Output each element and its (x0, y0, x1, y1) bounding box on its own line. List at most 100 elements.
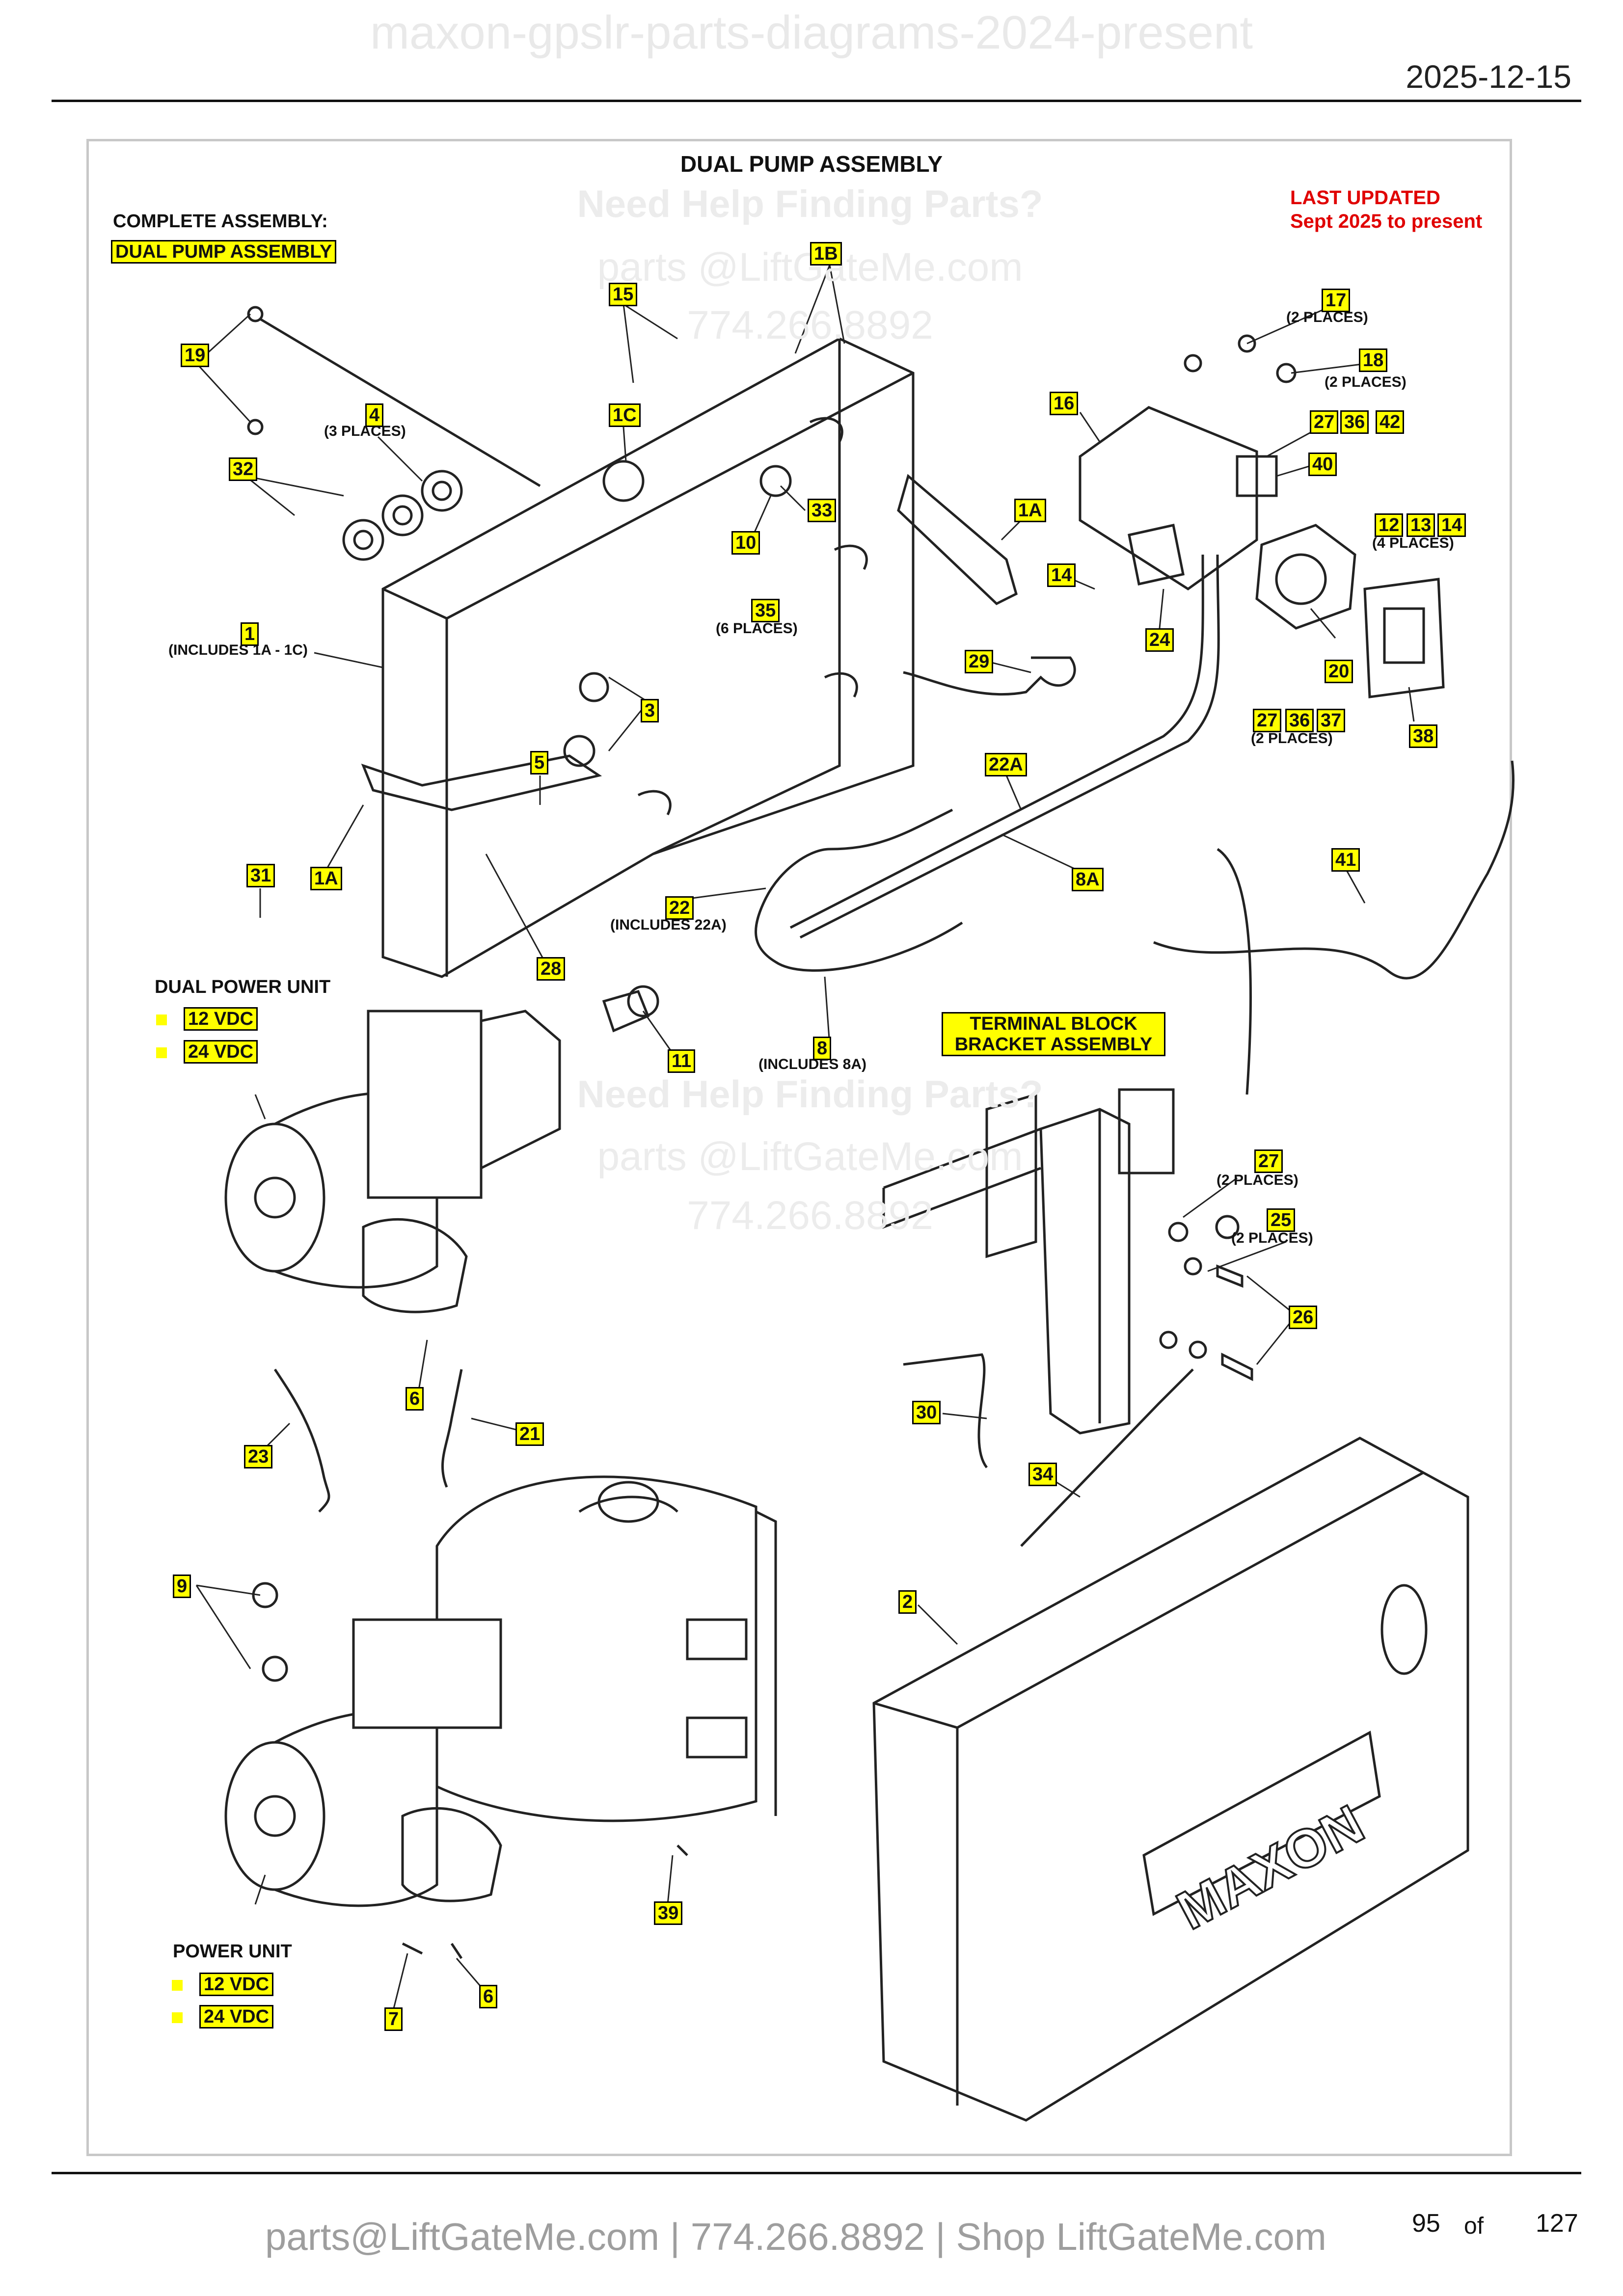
help-email-watermark-2: parts @LiftGateMe.com (597, 1134, 1023, 1179)
cover-drawing: MAXON (872, 1437, 1469, 2122)
help-watermark-2: Need Help Finding Parts? (577, 1072, 1043, 1116)
callout-27-c[interactable]: 27 (1254, 1149, 1283, 1173)
cable-23-drawing (273, 1368, 330, 1513)
hose-drawing (755, 808, 963, 972)
callout-25[interactable]: 25 (1267, 1208, 1296, 1232)
help-watermark-1: Need Help Finding Parts? (577, 182, 1043, 225)
dual-24vdc-link[interactable]: 24 VDC (184, 1040, 258, 1064)
callout-14-b[interactable]: 14 (1437, 513, 1466, 537)
diagram-frame (86, 139, 1512, 2156)
callout-17[interactable]: 17 (1322, 289, 1351, 312)
callout-1C[interactable]: 1C (609, 403, 641, 427)
callout-9[interactable]: 9 (173, 1575, 191, 1598)
fasteners-drawing (252, 334, 1297, 1959)
last-updated-label: LAST UPDATED (1290, 187, 1440, 209)
callout-20[interactable]: 20 (1325, 660, 1353, 683)
power-unit-drawing (224, 1475, 777, 1907)
callout-31[interactable]: 31 (246, 864, 275, 887)
callout-1A-handle[interactable]: 1A (1014, 499, 1046, 522)
callout-7[interactable]: 7 (384, 2007, 403, 2031)
diagram-title: DUAL PUMP ASSEMBLY (680, 151, 943, 177)
bracket-drawing (789, 406, 1445, 939)
note-25: (2 PLACES) (1231, 1230, 1313, 1246)
callout-26[interactable]: 26 (1289, 1306, 1318, 1329)
note-37: (2 PLACES) (1251, 730, 1333, 747)
callout-28[interactable]: 28 (537, 957, 566, 981)
callout-30[interactable]: 30 (912, 1401, 941, 1424)
leader-lines (195, 265, 1415, 2013)
callout-11[interactable]: 11 (668, 1049, 696, 1073)
complete-assembly-value-wrap: DUAL PUMP ASSEMBLY (111, 240, 337, 264)
dual-24vdc-item: 24 VDC (156, 1040, 258, 1064)
callout-5[interactable]: 5 (530, 751, 549, 774)
footer-rule (52, 2172, 1581, 2174)
terminal-block-link[interactable]: TERMINAL BLOCK BRACKET ASSEMBLY (942, 1012, 1165, 1056)
single-12vdc-link[interactable]: 12 VDC (199, 1973, 274, 1996)
footer-contact: parts@LiftGateMe.com | 774.266.8892 | Sh… (265, 2215, 1326, 2258)
callout-36-b[interactable]: 36 (1285, 709, 1314, 732)
callout-33[interactable]: 33 (808, 499, 837, 522)
callout-22A[interactable]: 22A (985, 753, 1027, 776)
callout-13[interactable]: 13 (1407, 513, 1435, 537)
callout-41[interactable]: 41 (1331, 848, 1360, 872)
header-rule (52, 100, 1581, 102)
callout-39[interactable]: 39 (654, 1901, 683, 1925)
terminal-block-line1: TERMINAL BLOCK (970, 1014, 1137, 1034)
power-unit-label: POWER UNIT (173, 1941, 292, 1962)
note-1: (INCLUDES 1A - 1C) (168, 642, 308, 658)
callout-15[interactable]: 15 (609, 283, 638, 306)
note-27: (2 PLACES) (1217, 1172, 1298, 1188)
page-number: 95 (1412, 2209, 1440, 2238)
frame-enclosure-drawing (361, 337, 915, 978)
cable-29-drawing (903, 656, 1076, 696)
callout-6-a[interactable]: 6 (406, 1387, 424, 1411)
callout-2[interactable]: 2 (898, 1590, 917, 1614)
dual-12vdc-link[interactable]: 12 VDC (184, 1007, 258, 1031)
last-updated-range: Sept 2025 to present (1290, 211, 1483, 232)
complete-assembly-value[interactable]: DUAL PUMP ASSEMBLY (111, 240, 337, 264)
callout-1A-lower[interactable]: 1A (310, 867, 342, 890)
callout-3[interactable]: 3 (641, 699, 659, 722)
callout-1[interactable]: 1 (241, 622, 259, 646)
callout-12[interactable]: 12 (1375, 513, 1404, 537)
handle-drawing (897, 474, 1018, 606)
terminal-block-drawing (882, 1088, 1175, 1435)
callout-8A[interactable]: 8A (1072, 868, 1104, 891)
callout-10[interactable]: 10 (731, 531, 760, 555)
dual-12vdc-item: 12 VDC (156, 1007, 258, 1031)
callout-27-b[interactable]: 27 (1253, 709, 1282, 732)
callout-29[interactable]: 29 (965, 650, 994, 673)
callout-32[interactable]: 32 (229, 457, 258, 481)
single-24vdc-link[interactable]: 24 VDC (199, 2005, 274, 2029)
callout-1B[interactable]: 1B (810, 242, 842, 266)
callout-34[interactable]: 34 (1028, 1463, 1057, 1486)
watermark-title: maxon-gpslr-parts-diagrams-2024-present (370, 6, 1253, 59)
callout-21[interactable]: 21 (515, 1422, 544, 1446)
callout-38[interactable]: 38 (1409, 724, 1438, 748)
harness-wire-drawing (1217, 848, 1252, 1095)
callout-23[interactable]: 23 (244, 1445, 273, 1468)
callout-42[interactable]: 42 (1376, 410, 1405, 434)
grommets-drawing (247, 306, 541, 561)
callout-16[interactable]: 16 (1050, 392, 1079, 415)
complete-assembly-label: COMPLETE ASSEMBLY: (113, 211, 328, 232)
wire-34-drawing (1020, 1368, 1194, 1547)
callout-27-a[interactable]: 27 (1310, 410, 1339, 434)
single-24vdc-item: 24 VDC (172, 2005, 274, 2029)
callout-18[interactable]: 18 (1359, 348, 1388, 372)
callout-40[interactable]: 40 (1308, 453, 1337, 476)
callout-36-a[interactable]: 36 (1340, 410, 1369, 434)
callout-24[interactable]: 24 (1145, 628, 1174, 652)
note-35: (6 PLACES) (716, 620, 798, 637)
harness-41-drawing (1153, 760, 1515, 980)
callout-19[interactable]: 19 (181, 344, 210, 367)
callout-8[interactable]: 8 (813, 1037, 832, 1060)
callout-14-a[interactable]: 14 (1047, 563, 1076, 587)
callout-35[interactable]: 35 (751, 599, 780, 622)
callout-6-b[interactable]: 6 (479, 1985, 498, 2008)
callout-22[interactable]: 22 (665, 896, 694, 920)
callout-4[interactable]: 4 (365, 403, 384, 427)
terminal-block-line2: BRACKET ASSEMBLY (954, 1034, 1153, 1055)
callout-37[interactable]: 37 (1317, 709, 1346, 732)
